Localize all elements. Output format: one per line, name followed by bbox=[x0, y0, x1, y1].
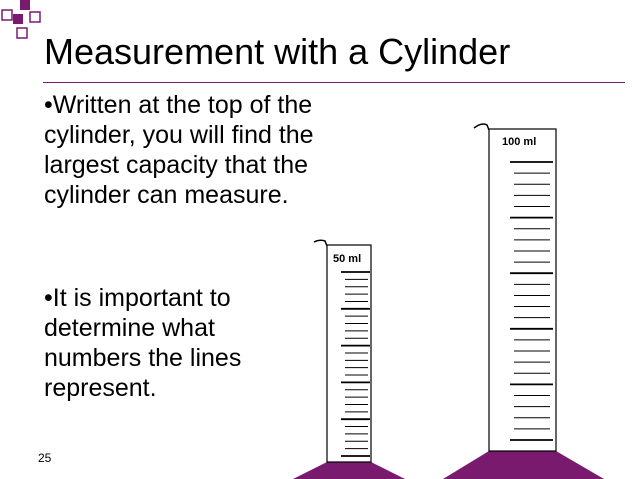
large-cylinder-spout bbox=[473, 123, 490, 131]
bullet-capacity: •Written at the top of the cylinder, you… bbox=[44, 91, 314, 209]
large-cylinder: 100 ml bbox=[443, 123, 604, 479]
small-cylinder-tube bbox=[326, 244, 372, 463]
small-cylinder: 50 ml bbox=[293, 239, 405, 479]
title-underline bbox=[43, 82, 625, 83]
slide-title: Measurement with a Cylinder bbox=[44, 31, 511, 72]
large-cylinder-tube bbox=[488, 128, 557, 452]
small-cylinder-capacity-label: 50 ml bbox=[333, 253, 361, 265]
large-cylinder-base bbox=[443, 451, 604, 479]
large-cylinder-capacity-label: 100 ml bbox=[502, 136, 536, 148]
small-cylinder-graduations bbox=[341, 271, 370, 457]
large-cylinder-graduations bbox=[510, 161, 553, 441]
slide-number: 25 bbox=[38, 451, 52, 465]
bullet-lines: •It is important to determine what numbe… bbox=[44, 284, 242, 402]
small-cylinder-spout bbox=[313, 239, 328, 247]
small-cylinder-base bbox=[293, 462, 405, 479]
corner-squares-decoration bbox=[1, 0, 41, 39]
